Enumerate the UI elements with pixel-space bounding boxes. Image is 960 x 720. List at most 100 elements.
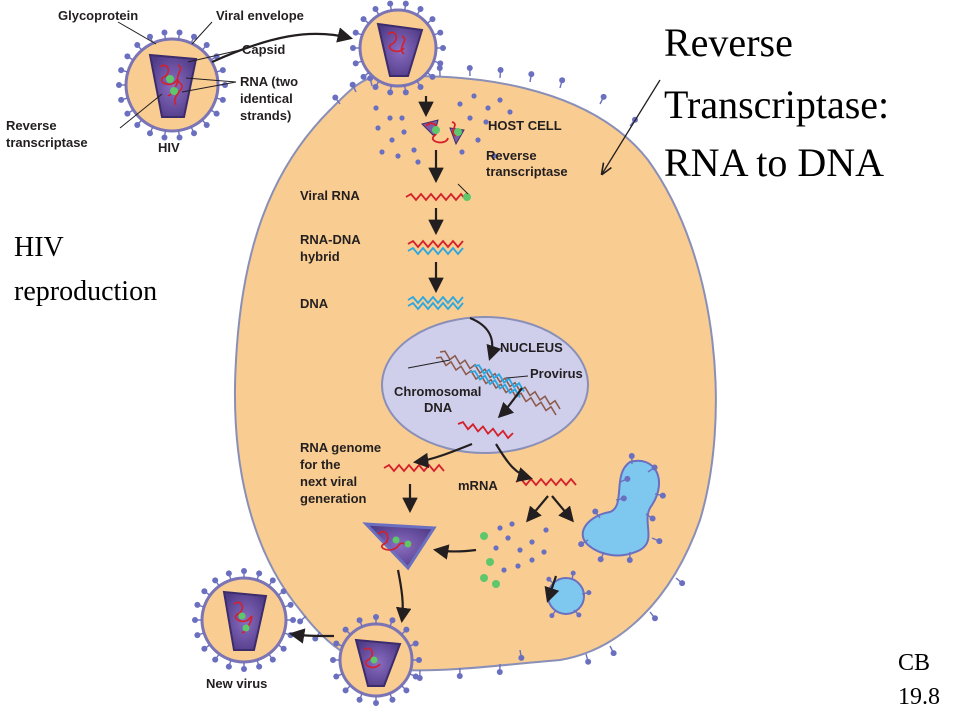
- reverse-transcriptase-dot: [480, 574, 488, 582]
- protein-dot: [491, 153, 497, 159]
- glycoprotein-knob: [389, 617, 396, 624]
- genome-label-line2: for the: [300, 457, 340, 472]
- glycoprotein-knob: [373, 614, 379, 620]
- nucleus-label: NUCLEUS: [500, 340, 563, 355]
- membrane-protein-knob: [312, 635, 319, 642]
- er-ribosome-knob: [620, 495, 627, 502]
- glycoprotein-knob: [219, 67, 226, 74]
- glycoprotein-knob: [225, 663, 232, 670]
- protein-debris-dots: [373, 93, 513, 165]
- glycoprotein-knob: [352, 29, 359, 36]
- glycoprotein-knob: [290, 617, 296, 623]
- glycoprotein-knob: [437, 60, 444, 67]
- membrane-protein-knob: [456, 672, 463, 679]
- glycoprotein-knob: [356, 617, 363, 624]
- mrna-label: mRNA: [458, 478, 498, 493]
- glycoprotein-label: Glycoprotein: [58, 8, 138, 23]
- budding-virus-icon: [350, 0, 446, 96]
- rna-dna-hybrid-label-line1: RNA-DNA: [300, 232, 361, 247]
- glycoprotein-knob: [118, 67, 125, 74]
- protein-dot: [471, 93, 477, 99]
- er-ribosome-knob: [597, 556, 604, 563]
- glycoprotein-knob: [389, 696, 396, 703]
- er-ribosome-knob: [592, 508, 599, 515]
- protein-dot: [399, 115, 405, 121]
- vesicle-knob: [586, 590, 592, 596]
- protein-dot: [493, 545, 499, 551]
- glycoprotein-knob: [372, 6, 379, 13]
- nucleus: [381, 316, 589, 454]
- vesicle-knob: [546, 576, 552, 582]
- protein-dot: [515, 563, 521, 569]
- membrane-protein-knob: [497, 67, 504, 74]
- glycoprotein-knob: [241, 666, 247, 672]
- glycoprotein-knob: [201, 645, 208, 652]
- new-virus-label: New virus: [206, 676, 267, 691]
- hiv-virion-icon: [116, 29, 228, 141]
- membrane-protein-knob: [496, 668, 503, 675]
- membrane-protein-knob: [559, 77, 566, 84]
- glycoprotein-knob: [412, 640, 419, 647]
- glycoprotein-knob: [402, 0, 409, 7]
- protein-dot: [467, 115, 473, 121]
- vesicle-knob: [570, 570, 576, 576]
- rna-label-line2: identical: [240, 91, 293, 106]
- protein-dot: [395, 153, 401, 159]
- glycoprotein-knob: [213, 110, 220, 117]
- glycoprotein-knob: [280, 588, 287, 595]
- glycoprotein-knob: [146, 33, 153, 40]
- vesicle-knob: [576, 612, 582, 618]
- glycoprotein-knob: [124, 53, 131, 60]
- glycoprotein-knob: [403, 626, 410, 633]
- hiv-label: HIV: [158, 140, 180, 155]
- er-ribosome-knob: [656, 538, 663, 545]
- dna-strand: [407, 295, 464, 311]
- glycoprotein-knob: [387, 89, 394, 96]
- protein-dot: [411, 147, 417, 153]
- er-ribosome-knob: [649, 515, 656, 522]
- membrane-protein-knob: [332, 94, 339, 101]
- membrane-protein-knob: [518, 654, 525, 661]
- membrane-protein-knob: [585, 658, 592, 665]
- protein-dot: [401, 129, 407, 135]
- glycoprotein-knob: [191, 33, 198, 40]
- protein-dot: [415, 159, 421, 165]
- protein-dot: [541, 549, 547, 555]
- protein-dot: [483, 119, 489, 125]
- glycoprotein-knob: [417, 83, 424, 90]
- glycoprotein-knob: [116, 82, 122, 88]
- glycoprotein-knob: [134, 122, 141, 129]
- glycoprotein-knob: [124, 110, 131, 117]
- viral-envelope-label: Viral envelope: [216, 8, 304, 23]
- protein-dot: [485, 105, 491, 111]
- vesicle-proteins: [546, 570, 592, 619]
- glycoprotein-knob: [219, 96, 226, 103]
- reverse-transcriptase-label-line2: transcriptase: [6, 135, 88, 150]
- glycoprotein-knob: [191, 130, 198, 137]
- membrane-protein-knob: [610, 650, 617, 657]
- membrane-protein-knob: [600, 93, 607, 100]
- protein-dot: [389, 137, 395, 143]
- viral-protein-dots: [480, 521, 549, 588]
- glycoprotein-knob: [437, 29, 444, 36]
- side-title-line2: reproduction: [14, 276, 157, 307]
- er-ribosome-knob: [578, 541, 585, 548]
- glycoprotein-knob: [350, 45, 356, 51]
- cell-rt-label-line1: Reverse: [486, 148, 537, 163]
- glycoprotein-knob: [280, 645, 287, 652]
- host-cell-label: HOST CELL: [488, 118, 562, 133]
- glycoprotein-knob: [342, 626, 349, 633]
- glycoprotein-knob: [161, 29, 168, 36]
- reverse-transcriptase-dot: [492, 580, 500, 588]
- protein-dot: [529, 539, 535, 545]
- glycoprotein-knob: [201, 588, 208, 595]
- glycoprotein-knob: [440, 45, 446, 51]
- membrane-protein-knob: [528, 71, 535, 78]
- glycoprotein-knob: [333, 640, 340, 647]
- glycoprotein-knob: [429, 73, 436, 80]
- protein-dot: [507, 109, 513, 115]
- chromosomal-dna: [435, 350, 561, 416]
- assembling-virion-icon: [362, 522, 437, 571]
- glycoprotein-knob: [342, 687, 349, 694]
- glycoprotein-knob: [194, 632, 201, 639]
